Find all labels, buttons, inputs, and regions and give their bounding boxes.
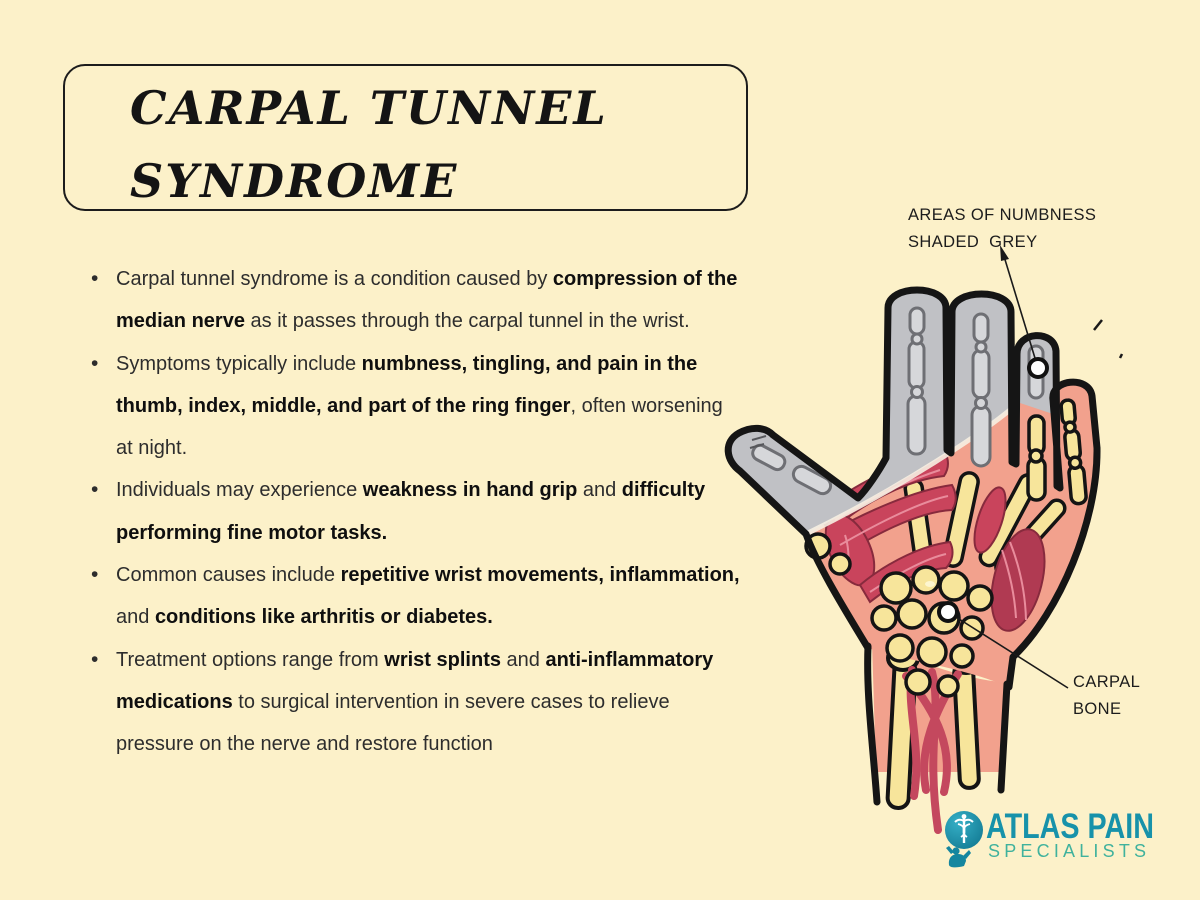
carpal-marker-dot <box>937 601 959 623</box>
numbness-label-line2: SHADED GREY <box>908 232 1038 251</box>
numbness-label: AREAS OF NUMBNESS SHADED GREY <box>908 202 1096 255</box>
grey-finger-bones <box>751 306 1045 496</box>
atlas-globe-caduceus-icon <box>945 811 983 868</box>
grey-boundary-highlight <box>804 402 1019 537</box>
title-box <box>63 64 748 211</box>
forearm-outline <box>864 642 1011 806</box>
numbness-pointer-arrowhead <box>1000 245 1009 261</box>
carpal-bones <box>804 532 994 698</box>
bullet-item: Common causes include repetitive wrist m… <box>89 554 741 639</box>
bullet-item: Individuals may experience weakness in h… <box>89 469 741 554</box>
carpal-label-line1: CARPAL <box>1073 673 1141 691</box>
pointer-lines <box>947 245 1069 689</box>
carpal-pointer-line <box>947 611 1069 689</box>
bullet-item: Carpal tunnel syndrome is a condition ca… <box>89 258 741 343</box>
hand-outline <box>724 286 1101 691</box>
page-title-line1: CARPAL TUNNEL <box>130 81 608 135</box>
page-title: CARPAL TUNNEL SYNDROME <box>130 72 750 218</box>
numbness-marker-dot <box>1027 357 1049 379</box>
metacarpal-bones <box>903 471 1067 577</box>
thumb-tip-ticks <box>749 435 767 449</box>
logo-title: ATLAS PAIN <box>986 807 1154 846</box>
carpal-label-line2: BONE <box>1073 699 1122 718</box>
logo-subtitle: SPECIALISTS <box>988 841 1151 861</box>
decorative-specks <box>1093 319 1124 359</box>
hand-anatomy-illustration <box>724 245 1124 834</box>
bullet-list: Carpal tunnel syndrome is a condition ca… <box>89 258 741 766</box>
atlas-figure <box>946 846 971 868</box>
atlas-pain-logo: ATLAS PAIN SPECIALISTS <box>941 806 1171 876</box>
numbness-label-line1: AREAS OF NUMBNESS <box>908 206 1097 224</box>
carpal-bone-label: CARPAL BONE <box>1073 669 1140 722</box>
numbness-pointer-line <box>1002 252 1039 369</box>
pink-finger-bones <box>1026 398 1088 506</box>
page-title-line2: SYNDROME <box>130 154 459 208</box>
bullet-item: Symptoms typically include numbness, tin… <box>89 343 741 470</box>
bullet-item: Treatment options range from wrist splin… <box>89 639 741 766</box>
